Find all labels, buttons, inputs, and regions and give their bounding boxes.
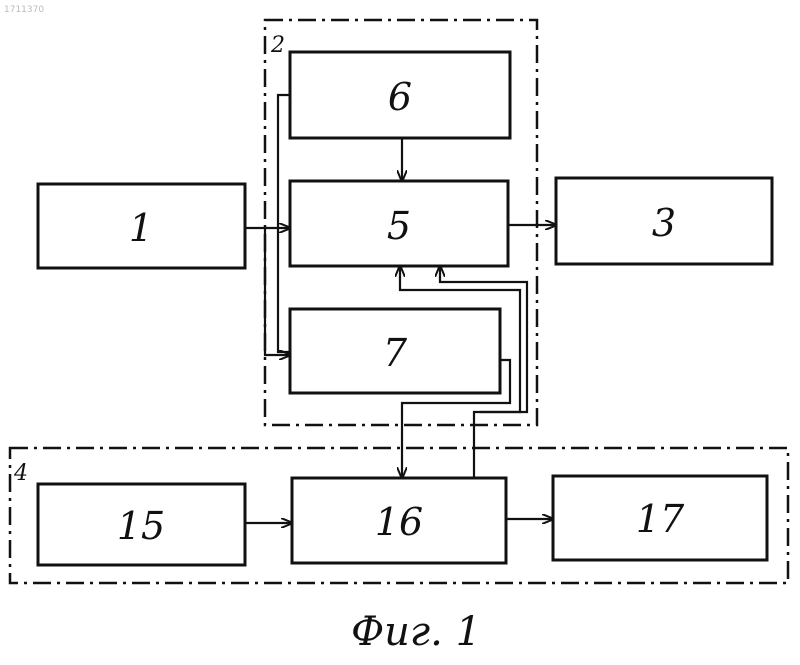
block-15: 15 <box>38 484 245 565</box>
block-15-label: 15 <box>117 504 165 548</box>
group-4-label: 4 <box>13 461 28 486</box>
block-6-label: 6 <box>388 75 412 119</box>
group-2-label: 2 <box>270 33 285 58</box>
block-1: 1 <box>38 184 245 268</box>
wire-bus-6-7 <box>278 95 290 352</box>
block-7: 7 <box>290 309 500 393</box>
block-17: 17 <box>553 476 767 560</box>
block-6: 6 <box>290 52 510 138</box>
block-1-label: 1 <box>129 206 153 250</box>
block-3-label: 3 <box>652 201 676 245</box>
block-5: 5 <box>290 181 508 266</box>
block-3: 3 <box>556 178 772 264</box>
block-16: 16 <box>292 478 506 563</box>
document-number: 1711370 <box>4 5 44 15</box>
figure-caption: Фиг. 1 <box>351 609 481 655</box>
block-7-label: 7 <box>383 331 408 375</box>
block-5-label: 5 <box>387 204 411 248</box>
block-16-label: 16 <box>375 500 423 544</box>
block-17-label: 17 <box>636 497 685 541</box>
